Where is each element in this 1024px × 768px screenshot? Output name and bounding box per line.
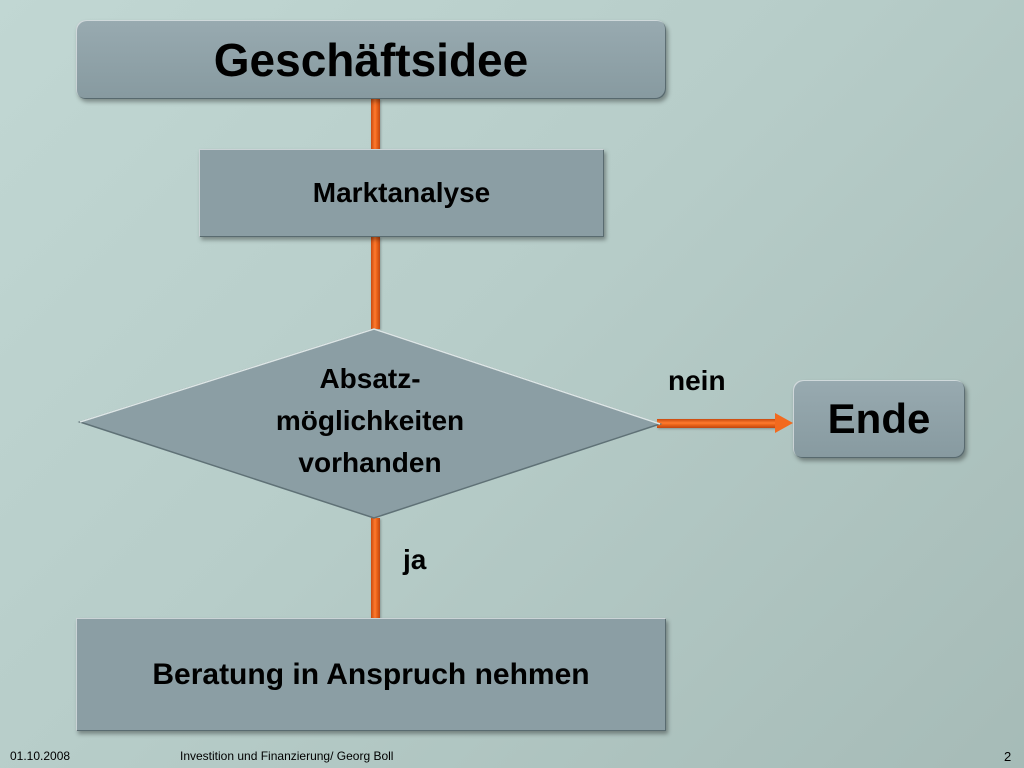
process-box-marktanalyse: Marktanalyse: [199, 149, 604, 237]
footer-date: 01.10.2008: [10, 749, 71, 763]
process-label: Marktanalyse: [312, 177, 491, 208]
start-label: Geschäftsidee: [213, 33, 529, 86]
branch-label-no: nein: [668, 365, 726, 396]
end-label: Ende: [827, 395, 931, 442]
decision-line: Absatz-: [319, 363, 421, 394]
connector-decision-to-ende: [657, 419, 777, 428]
page-number: 2: [1004, 749, 1012, 764]
decision-diamond: Absatz- möglichkeiten vorhanden: [77, 328, 663, 520]
connector-idee-to-analyse: [371, 99, 380, 149]
beratung-label: Beratung in Anspruch nehmen: [152, 657, 590, 691]
start-box: Geschäftsidee: [76, 20, 666, 99]
decision-label: Absatz- möglichkeiten vorhanden: [78, 358, 662, 484]
connector-decision-to-beratung: [371, 518, 380, 618]
branch-label-yes: ja: [403, 544, 427, 575]
end-box: Ende: [793, 380, 965, 458]
decision-line: vorhanden: [298, 447, 442, 478]
connector-analyse-to-decision: [371, 237, 380, 329]
decision-shape: [77, 328, 663, 519]
decision-line: möglichkeiten: [275, 405, 465, 436]
footer-title: Investition und Finanzierung/ Georg Boll: [180, 749, 394, 763]
process-box-beratung: Beratung in Anspruch nehmen: [76, 618, 666, 731]
arrow-head-icon: [775, 413, 793, 433]
